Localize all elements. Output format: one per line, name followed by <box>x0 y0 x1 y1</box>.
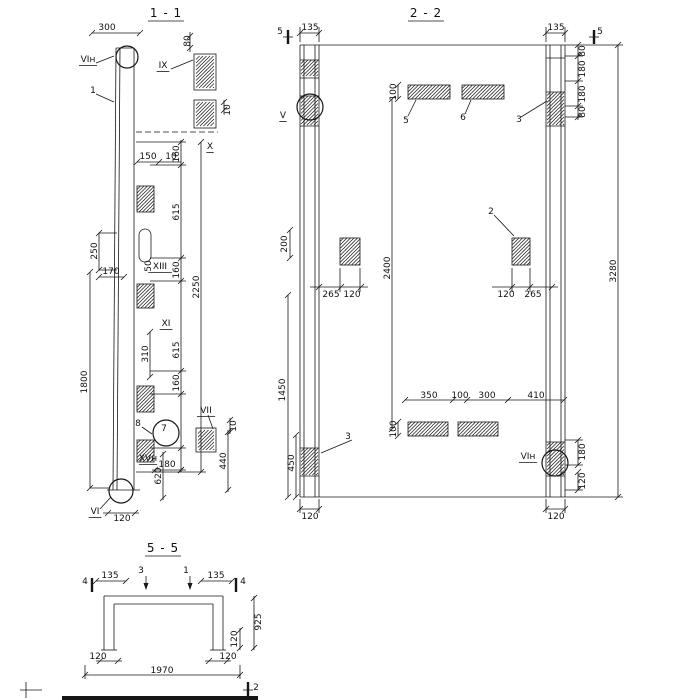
dim-label: 135 <box>547 23 564 33</box>
dim-label: 2 <box>488 207 494 217</box>
dim-label: 7 <box>161 424 167 434</box>
dim-label: 120 <box>89 652 106 662</box>
dim-label: 1970 <box>151 666 174 676</box>
dim-label: 170 <box>102 267 119 277</box>
detail-marker-label: V <box>280 111 287 121</box>
dim-label: 180 <box>578 443 588 460</box>
dim-label: 120 <box>301 512 318 522</box>
dim-label: 5 <box>403 116 409 126</box>
dim-label: 300 <box>478 391 495 401</box>
dim-label: 160 <box>172 145 182 162</box>
dim-label: 120 <box>113 514 130 524</box>
dim-label: 135 <box>301 23 318 33</box>
dim-label: 120 <box>578 472 588 489</box>
dim-label: 10 <box>229 420 239 432</box>
dim-label: 5 <box>597 27 603 37</box>
dim-label: 150 <box>139 152 156 162</box>
dim-label: 1 <box>90 86 96 96</box>
dim-label: 120 <box>230 630 240 647</box>
detail-marker-label: VII <box>200 406 211 416</box>
dim-label: 2250 <box>192 275 202 298</box>
dim-label: 80 <box>183 35 193 47</box>
dim-label: 5 <box>277 27 283 37</box>
dim-label: 8 <box>135 419 141 429</box>
detail-marker-label: VIн <box>81 55 96 65</box>
detail-marker-label: XI <box>162 319 171 329</box>
dim-label: 160 <box>172 261 182 278</box>
dim-label: 3 <box>345 432 351 442</box>
dim-label: 620 <box>154 467 164 484</box>
dim-label: 180 <box>578 60 588 77</box>
dim-label: 120 <box>547 512 564 522</box>
dim-label: 180 <box>578 85 588 102</box>
dim-label: 3 <box>138 566 144 576</box>
dim-label: 350 <box>420 391 437 401</box>
dim-label: 265 <box>322 290 339 300</box>
dim-label: 250 <box>90 242 100 259</box>
dim-label: 50 <box>144 260 154 272</box>
dim-label: 300 <box>98 23 115 33</box>
detail-marker-label: XVн <box>139 454 157 464</box>
dim-label: 3280 <box>609 259 619 282</box>
dim-label: 100 <box>451 391 468 401</box>
section-5-5-view <box>20 576 258 700</box>
dim-label: 10 <box>165 152 177 162</box>
detail-marker-label: VIн <box>521 452 536 462</box>
dim-label: 6 <box>460 113 466 123</box>
section-titles: 1 - 1 2 - 2 5 - 5 <box>145 6 444 557</box>
detail-marker-label: XIII <box>153 262 167 272</box>
dim-label: 615 <box>172 341 182 358</box>
dim-label: 1800 <box>80 370 90 393</box>
dim-label: 135 <box>101 571 118 581</box>
dim-label: 1 <box>183 566 189 576</box>
dim-label: 120 <box>219 652 236 662</box>
dim-label: 440 <box>219 452 229 469</box>
section-title: 2 - 2 <box>410 6 442 20</box>
dim-label: 200 <box>280 235 290 252</box>
section-2-2-view <box>283 27 623 513</box>
dim-label: 925 <box>254 613 264 630</box>
dim-label: 80 <box>578 106 588 118</box>
detail-marker-label: VI <box>91 507 100 517</box>
dim-label: 1450 <box>278 378 288 401</box>
dim-label: 450 <box>287 454 297 471</box>
dim-label: 120 <box>343 290 360 300</box>
detail-marker-label: IX <box>159 61 168 71</box>
section-title: 5 - 5 <box>147 541 179 555</box>
dim-label: 180 <box>158 460 175 470</box>
dim-label: 3 <box>516 115 522 125</box>
dim-label: 615 <box>172 203 182 220</box>
dim-label: 80 <box>578 45 588 57</box>
section-5-5-dimension-labels: 4 135 3 1 135 4 925 120 120 1970 120 2 <box>82 566 264 693</box>
dim-label: 310 <box>141 345 151 362</box>
dim-label: 160 <box>172 374 182 391</box>
dim-label: 4 <box>240 577 246 587</box>
dim-label: 120 <box>497 290 514 300</box>
dim-label: 265 <box>524 290 541 300</box>
dim-label: 2400 <box>383 256 393 279</box>
dim-label: 100 <box>389 420 399 437</box>
dim-label: 135 <box>207 571 224 581</box>
detail-marker-label: X <box>207 142 213 152</box>
dim-label: 4 <box>82 577 88 587</box>
dim-label: 2 <box>253 683 259 693</box>
dim-label: 410 <box>527 391 544 401</box>
dim-label: 100 <box>389 83 399 100</box>
dim-label: 10 <box>223 104 233 116</box>
section-title: 1 - 1 <box>150 6 182 20</box>
section-1-1-view <box>86 29 234 517</box>
